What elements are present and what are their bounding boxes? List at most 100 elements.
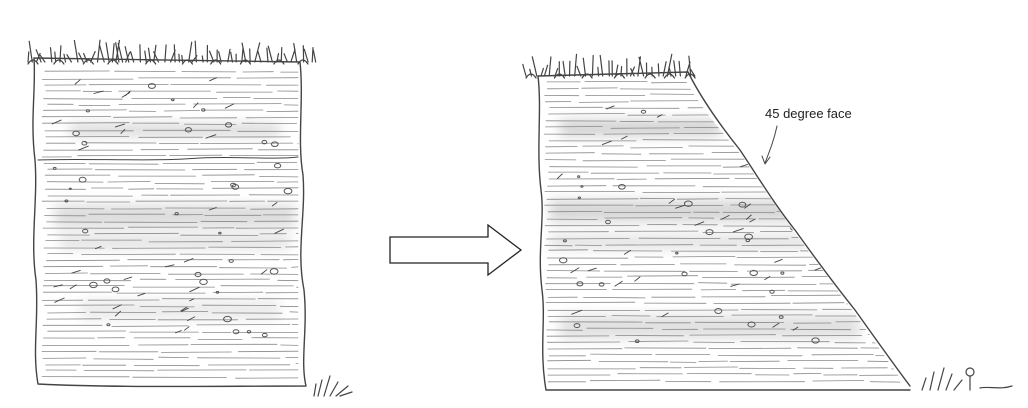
strata-line	[43, 357, 298, 359]
left-strata-boundary	[38, 157, 298, 160]
pebble	[779, 178, 786, 183]
strata-line	[549, 231, 900, 233]
strata-line	[548, 309, 900, 310]
strata-line	[549, 178, 900, 180]
strata-line	[548, 172, 900, 174]
strata-line	[547, 198, 900, 199]
grit-stroke	[275, 229, 284, 233]
pebble	[770, 290, 774, 293]
vertical-soil-block	[28, 40, 352, 396]
strata-line	[547, 88, 900, 90]
pebble	[270, 269, 278, 275]
grit-stroke	[792, 174, 801, 177]
pebble	[641, 110, 645, 113]
strata-line	[547, 276, 900, 278]
pebble	[262, 333, 267, 336]
pebble	[272, 142, 279, 147]
strata-line	[48, 169, 298, 170]
pebble	[219, 232, 221, 234]
annotation-pointer	[765, 126, 777, 163]
grit-stroke	[79, 146, 89, 150]
pebble	[578, 176, 580, 178]
pebble	[741, 147, 748, 152]
grit-stroke	[602, 141, 611, 145]
strata-line	[547, 185, 900, 187]
strata-line	[46, 370, 298, 371]
strata-line	[48, 331, 298, 333]
strata-line	[42, 78, 298, 80]
strata-line	[547, 341, 900, 343]
pebble	[233, 330, 239, 334]
left-grass-tuft	[28, 40, 316, 64]
grit-stroke	[757, 121, 762, 124]
strata-line	[549, 140, 900, 142]
grit-stroke	[741, 164, 750, 167]
pebble	[599, 283, 604, 286]
grass-blades	[523, 54, 695, 78]
strata-line	[44, 338, 299, 340]
pebble	[682, 272, 687, 276]
grit-stroke	[261, 270, 267, 274]
pebble	[284, 188, 292, 193]
pebble	[79, 177, 86, 182]
strata-line	[43, 110, 298, 112]
strata-line	[43, 325, 298, 327]
strata-line	[44, 279, 298, 281]
strata-line	[48, 253, 298, 255]
right-base-grass	[922, 368, 1012, 390]
strata-line	[43, 285, 298, 287]
strata-line	[45, 273, 298, 274]
strata-line	[48, 104, 298, 106]
grit-stroke	[635, 277, 640, 281]
strata-line	[46, 364, 298, 366]
transition-arrow	[390, 225, 521, 275]
strata-line	[42, 117, 298, 118]
strata-line	[549, 354, 900, 356]
strata-line	[545, 94, 900, 96]
right-grass-tuft	[523, 54, 695, 78]
strata-line	[547, 82, 900, 83]
right-shading	[550, 120, 860, 339]
strata-line	[545, 373, 900, 375]
pebble	[112, 287, 119, 292]
grit-stroke	[185, 327, 190, 331]
strata-line	[44, 266, 298, 268]
pebble	[172, 99, 175, 101]
strata-line	[43, 292, 298, 293]
strata-line	[547, 270, 900, 271]
strata-line	[548, 348, 900, 349]
sloped-soil-block	[523, 54, 1012, 390]
pebble	[69, 188, 71, 189]
grit-stroke	[124, 277, 132, 279]
pebble	[107, 324, 110, 326]
grit-stroke	[733, 229, 743, 232]
pebble	[676, 252, 678, 254]
strata-line	[42, 201, 298, 202]
grit-stroke	[190, 287, 199, 291]
strata-line	[546, 152, 900, 154]
strata-line	[46, 143, 298, 144]
strata-line	[548, 295, 900, 298]
grit-stroke	[557, 174, 562, 179]
strata-line	[550, 165, 900, 167]
strata-line	[44, 162, 297, 164]
strata-line	[42, 377, 298, 379]
slope-annotation-label: 45 degree face	[765, 106, 852, 121]
pebble	[200, 279, 208, 284]
strata-line	[45, 175, 298, 177]
pebble	[578, 197, 580, 199]
pebble	[715, 309, 722, 314]
strata-line	[45, 85, 298, 86]
grit-stroke	[750, 141, 757, 146]
strata-line	[545, 191, 900, 193]
strata-line	[47, 260, 299, 261]
strata-line	[546, 367, 901, 369]
pebble	[619, 185, 626, 190]
strata-line	[546, 146, 900, 148]
strata-line	[44, 98, 298, 100]
grit-stroke	[225, 104, 234, 108]
strata-line	[42, 155, 298, 157]
grit-stroke	[184, 259, 193, 262]
